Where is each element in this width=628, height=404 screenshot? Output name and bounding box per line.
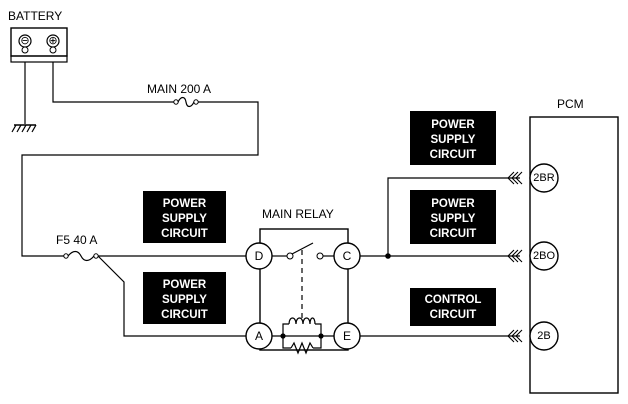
circuit-box-right-middle: POWER SUPPLY CIRCUIT <box>410 190 496 244</box>
pcm-terminal-2bo <box>529 241 559 271</box>
relay-resistor-branch <box>282 336 322 349</box>
connector-2b-icon <box>507 329 523 343</box>
circuit-box-left-bottom: POWER SUPPLY CIRCUIT <box>143 272 226 324</box>
svg-text:POWER: POWER <box>163 279 207 291</box>
svg-text:POWER: POWER <box>431 119 475 131</box>
svg-text:POWER: POWER <box>163 198 207 210</box>
relay-contact-left <box>286 252 294 260</box>
battery-base <box>10 55 68 63</box>
relay-terminal-c-label: C <box>343 249 352 263</box>
battery-negative-icon: ⊖ <box>20 35 29 47</box>
pcm-terminal-2br <box>529 163 559 193</box>
svg-text:CIRCUIT: CIRCUIT <box>430 149 477 161</box>
pcm-terminal-2b-label: 2B <box>537 330 550 342</box>
pcm-terminal-2br-label: 2BR <box>533 172 554 184</box>
main-fuse-icon <box>173 96 199 108</box>
svg-text:CIRCUIT: CIRCUIT <box>430 228 477 240</box>
svg-text:SUPPLY: SUPPLY <box>162 294 207 306</box>
ground-icon <box>11 124 37 133</box>
battery-neg-post <box>21 46 29 54</box>
relay-terminal-e-label: E <box>343 329 351 343</box>
svg-text:SUPPLY: SUPPLY <box>431 213 476 225</box>
svg-text:CIRCUIT: CIRCUIT <box>430 309 477 321</box>
svg-text:SUPPLY: SUPPLY <box>162 213 207 225</box>
circuit-box-left-top: POWER SUPPLY CIRCUIT <box>143 191 226 243</box>
relay-coil-icon <box>288 317 316 325</box>
relay-coil-branch <box>282 323 322 336</box>
relay-box <box>259 228 349 351</box>
relay-terminal-d-label: D <box>255 249 264 263</box>
pcm-terminal-2b <box>529 321 559 351</box>
relay-terminal-a <box>245 322 273 350</box>
c-to-2br-wire <box>387 177 520 256</box>
relay-contact-right <box>316 252 324 260</box>
battery-label: BATTERY <box>8 9 62 23</box>
pcm-label: PCM <box>557 97 584 111</box>
svg-text:SUPPLY: SUPPLY <box>431 134 476 146</box>
relay-switch-arm <box>291 242 314 255</box>
circuit-box-right-bottom: CONTROL CIRCUIT <box>410 288 496 326</box>
relay-terminal-d <box>245 242 273 270</box>
pcm-terminal-2bo-label: 2BO <box>533 250 555 262</box>
svg-text:CIRCUIT: CIRCUIT <box>161 228 208 240</box>
battery-positive-icon: ⊕ <box>48 35 57 47</box>
f5-fuse-icon <box>63 250 99 262</box>
svg-text:POWER: POWER <box>431 198 475 210</box>
relay-terminal-a-label: A <box>255 329 263 343</box>
connector-2br-icon <box>507 171 523 185</box>
battery-pos-post <box>49 46 57 54</box>
svg-text:CONTROL: CONTROL <box>425 294 482 306</box>
relay-label: MAIN RELAY <box>262 207 334 221</box>
battery-positive-wire <box>21 62 259 257</box>
main-fuse-label: MAIN 200 A <box>147 82 211 96</box>
circuit-box-right-top: POWER SUPPLY CIRCUIT <box>410 111 496 165</box>
connector-2bo-icon <box>507 249 523 263</box>
f5-to-a-wire <box>97 255 246 337</box>
svg-text:CIRCUIT: CIRCUIT <box>161 309 208 321</box>
relay-resistor-icon <box>290 341 314 355</box>
f5-fuse-label: F5 40 A <box>56 233 97 247</box>
